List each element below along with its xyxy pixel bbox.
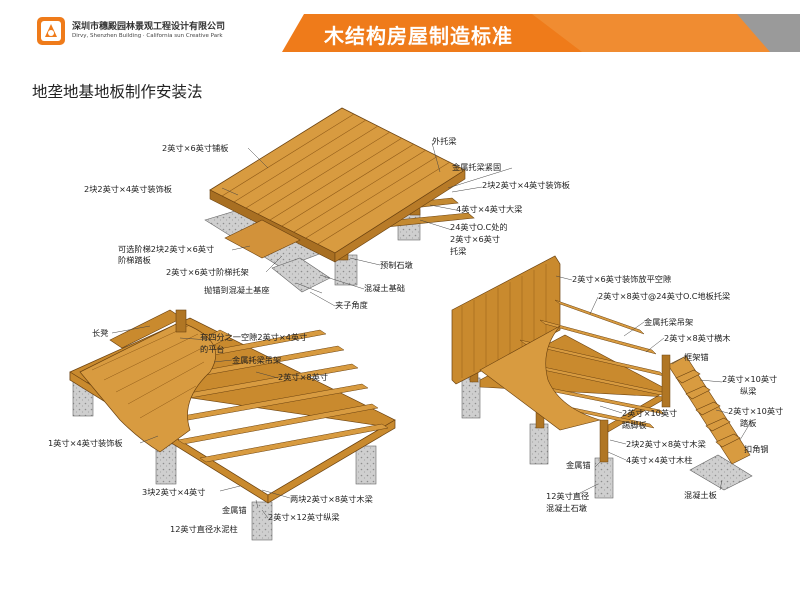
- concrete-pier: [529, 423, 549, 465]
- label-trim-2x4: 2块2英寸×4英寸装饰板: [84, 184, 172, 194]
- company-name: 深圳市穗殿园林景观工程设计有限公司: [72, 22, 226, 32]
- label-concrete-footing: 混凝土基础: [364, 283, 405, 293]
- label-clip-angle: 夹子角度: [335, 300, 368, 310]
- stairs: [667, 355, 751, 465]
- label-trim-1x4: 1英寸×4英寸装饰板: [48, 438, 123, 448]
- label-two-2x8-beams: 两块2英寸×8英寸木梁: [290, 494, 373, 504]
- company-logo-icon: [37, 17, 65, 45]
- label-optional-step: 可选阶梯2块2英寸×6英寸: [118, 244, 215, 254]
- curved-decking: [479, 325, 602, 431]
- label-tread: 踏板: [740, 418, 757, 428]
- header: 深圳市穗殿园林景观工程设计有限公司 Dirvy, Shenzhen Buildi…: [0, 0, 800, 64]
- label-outer-joist: 外托梁: [432, 136, 457, 146]
- concrete-column: [251, 501, 273, 541]
- label-stringer-2x12: 2英寸×12英寸纵梁: [268, 512, 340, 522]
- label-crossbeam: 2英寸×8英寸横木: [664, 333, 731, 343]
- concrete-column: [355, 445, 377, 485]
- label-decking-gap: 2英寸×6英寸装饰放平空隙: [572, 274, 672, 284]
- diagram-3-deck: [451, 255, 753, 499]
- label-platform: 的平台: [200, 344, 225, 354]
- label-joist: 托梁: [450, 246, 467, 256]
- curved-platform: [79, 321, 216, 453]
- label-anchor-footing: 抛锚到混凝土基座: [204, 285, 270, 295]
- label-decking-2x6: 2英寸×6英寸铺板: [162, 143, 229, 153]
- label-angle-steel: 扣角钢: [744, 444, 769, 454]
- label-concrete-slab: 混凝土板: [684, 490, 717, 500]
- label-kickboard: 踢脚板: [622, 420, 647, 430]
- label-two-2x8-beams-right: 2块2英寸×8英寸木梁: [626, 439, 706, 449]
- label-precast-pier: 预制石墩: [380, 260, 413, 270]
- label-stringer-2x10: 2英寸×10英寸: [722, 374, 778, 384]
- label-joist-spacing: 24英寸O.C处的: [450, 222, 508, 232]
- concrete-slab: [689, 454, 753, 491]
- section-title: 地垄地基地板制作安装法: [32, 83, 203, 101]
- label-metal-joist-fastener: 金属托梁紧固: [452, 162, 502, 172]
- label-bench: 长凳: [92, 328, 109, 338]
- label-2x8: 2英寸×8英寸: [278, 372, 329, 382]
- concrete-pier: [461, 377, 481, 419]
- title-banner: [282, 14, 800, 52]
- label-metal-anchor: 金属锚: [222, 505, 247, 515]
- step-tread: [224, 219, 301, 259]
- label-metal-anchor-right: 金属锚: [566, 460, 591, 470]
- label-three-2x4: 3块2英寸×4英寸: [142, 487, 206, 497]
- diagram-2-deck: [69, 309, 396, 541]
- label-pier-diameter: 12英寸直径: [546, 491, 590, 501]
- label-quarter-gap-platform: 有四分之一空隙2英寸×4英寸: [200, 332, 308, 342]
- label-beam-4x4: 4英寸×4英寸大梁: [456, 204, 523, 214]
- label-step-tread: 阶梯踏板: [118, 255, 151, 265]
- rail-wall: [451, 255, 561, 385]
- label-joist-hanger-right: 金属托梁吊架: [644, 317, 694, 327]
- label-floor-joist: 2英寸×8英寸@24英寸O.C地板托梁: [598, 291, 731, 301]
- label-step-bracket: 2英寸×6英寸阶梯托架: [166, 267, 249, 277]
- company-name-en: Dirvy, Shenzhen Building · California su…: [72, 33, 223, 39]
- label-joist-size: 2英寸×6英寸: [450, 234, 501, 244]
- label-trim-2x4-right: 2块2英寸×4英寸装饰板: [482, 180, 570, 190]
- diagram-1-deck: [204, 107, 513, 307]
- banner-title: 木结构房屋制造标准: [324, 24, 513, 48]
- label-stringer: 纵梁: [740, 386, 757, 396]
- label-frame-anchor: 框架锚: [684, 352, 709, 362]
- label-concrete-pier: 混凝土石墩: [546, 503, 587, 513]
- label-joist-hanger: 金属托梁吊架: [232, 355, 282, 365]
- label-kickboard-2x10: 2英寸×10英寸: [622, 408, 678, 418]
- label-concrete-column: 12英寸直径水泥柱: [170, 524, 238, 534]
- label-post-4x4: 4英寸×4英寸木柱: [626, 455, 693, 465]
- label-tread-2x10: 2英寸×10英寸: [728, 406, 784, 416]
